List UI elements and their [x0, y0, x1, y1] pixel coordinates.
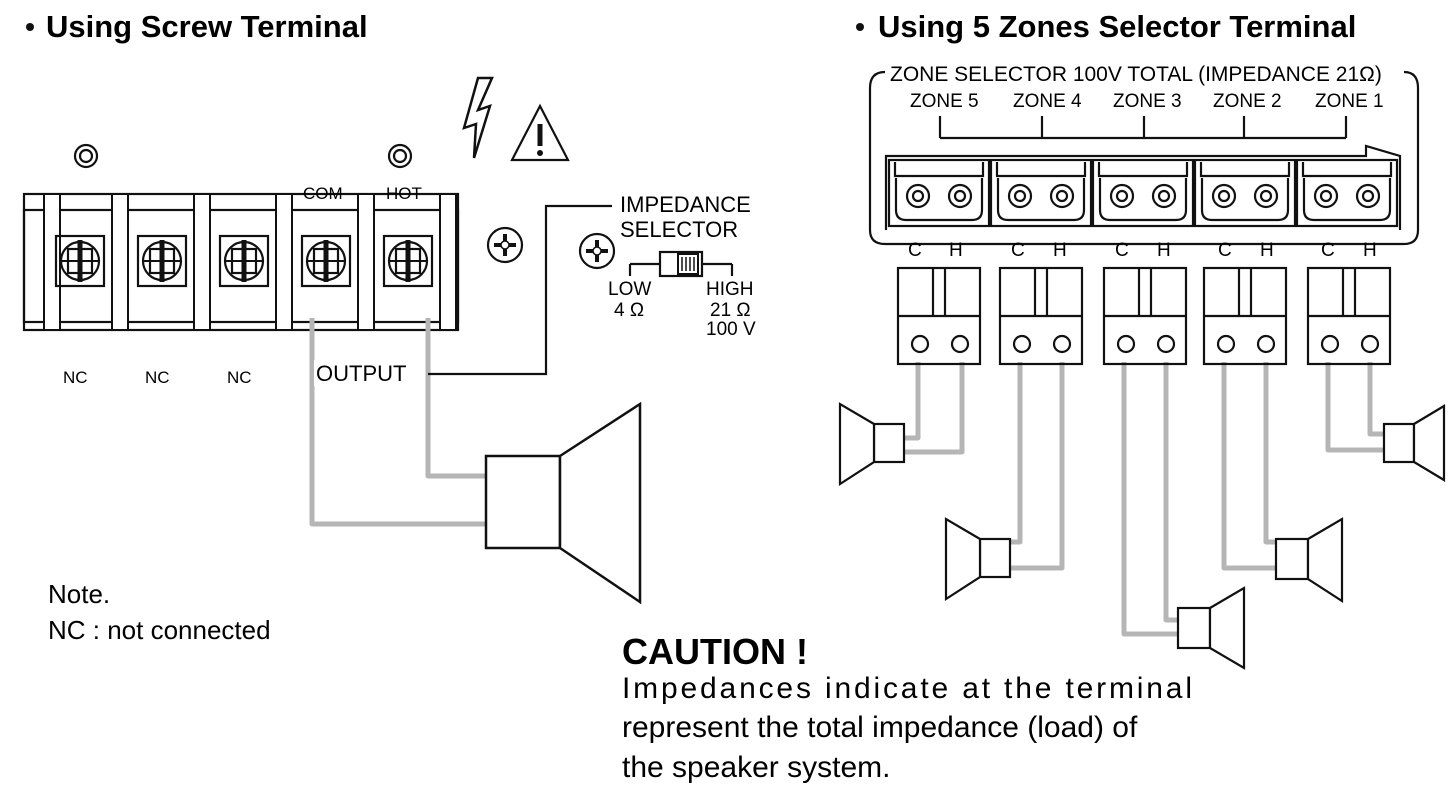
zone-3-receptacle: [1091, 158, 1195, 228]
zone-5-label: ZONE 5: [910, 91, 979, 112]
zone-1-speaker-icon: [1382, 404, 1446, 482]
zone-1-h-label: H: [1363, 240, 1377, 261]
bullet-icon: [26, 23, 34, 31]
caution-line-2: represent the total impedance (load) of: [622, 711, 1138, 744]
com-label: COM: [303, 184, 343, 203]
zone-1-plug: [1306, 266, 1392, 366]
output-label: OUTPUT: [316, 361, 406, 386]
bullet-icon: [856, 23, 864, 31]
caution-block: CAUTION ! Impedances indicate at the ter…: [622, 631, 1192, 784]
zone-2-plug: [1202, 266, 1288, 366]
lightning-icon: [462, 76, 494, 159]
impedance-low-label: LOW: [608, 279, 651, 300]
zone-2-h-label: H: [1260, 240, 1274, 261]
impedance-high-label: HIGH: [706, 279, 754, 300]
impedance-high-value-2: 100 V: [706, 319, 756, 340]
output-wire-hot: [425, 318, 488, 479]
zone-4-h-label: H: [1053, 240, 1067, 261]
zone-2-label: ZONE 2: [1213, 91, 1282, 112]
zone-2-receptacle: [1193, 158, 1297, 228]
connector-strip: [884, 144, 1402, 230]
nc-label-1: NC: [63, 368, 88, 387]
hot-label: HOT: [386, 184, 422, 203]
nc-label-3: NC: [227, 368, 252, 387]
output-callout-line: [428, 204, 612, 376]
terminal-screw-2: [136, 234, 188, 288]
zone-heading: Using 5 Zones Selector Terminal: [878, 9, 1356, 44]
zone-3-label: ZONE 3: [1113, 91, 1182, 112]
zone-2-c-label: C: [1218, 240, 1232, 261]
zone-4-receptacle: [989, 158, 1093, 228]
impedance-selector-title-2: SELECTOR: [620, 217, 738, 242]
zone-1-wire-h: [1367, 362, 1386, 437]
impedance-selector-title-1: IMPEDANCE: [620, 192, 751, 217]
zone-5-plug: [896, 266, 982, 366]
nc-label-2: NC: [145, 368, 170, 387]
zone-5-receptacle: [887, 158, 991, 228]
zone-5-speaker-icon: [838, 402, 906, 487]
zone-2-speaker-icon: [1274, 517, 1344, 604]
zone-1-receptacle: [1295, 158, 1399, 228]
note-text: NC : not connected: [48, 615, 271, 645]
zone-5-h-label: H: [949, 240, 963, 261]
screw-heading: Using Screw Terminal: [46, 9, 368, 44]
screw-terminal-block: [22, 192, 460, 332]
caution-title: CAUTION !: [622, 631, 808, 672]
mounting-hole-icon: [73, 143, 99, 169]
zone-selector-frame: [868, 70, 1420, 246]
caution-line-3: the speaker system.: [622, 751, 890, 784]
impedance-slide-switch[interactable]: [628, 250, 734, 278]
zone-leader-lines: [938, 116, 1348, 140]
terminal-screw-3: [218, 234, 270, 288]
zone-3-speaker-icon: [1176, 586, 1246, 670]
warning-triangle-icon: [510, 103, 570, 162]
zone-3-c-label: C: [1115, 240, 1129, 261]
note-title: Note.: [48, 579, 110, 609]
zone-4-label: ZONE 4: [1013, 91, 1082, 112]
zone-5-wire-h: [902, 362, 965, 455]
zone-1-label: ZONE 1: [1315, 91, 1384, 112]
zone-selector-title: ZONE SELECTOR 100V TOTAL (IMPEDANCE 21Ω): [890, 63, 1382, 86]
impedance-low-value: 4 Ω: [614, 300, 644, 321]
zone-3-wire-h: [1163, 362, 1180, 623]
zone-3-wire-c: [1121, 362, 1180, 637]
terminal-screw-1: [54, 234, 106, 288]
zone-4-c-label: C: [1011, 240, 1025, 261]
zone-4-plug: [998, 266, 1084, 366]
screw-icon: [578, 232, 616, 270]
zone-3-plug: [1102, 266, 1188, 366]
zone-1-wire-c: [1325, 362, 1386, 453]
mounting-hole-icon: [387, 143, 413, 169]
zone-selector-section: Using 5 Zones Selector Terminal ZONE SEL…: [838, 9, 1446, 670]
zone-5-c-label: C: [908, 240, 922, 261]
zone-4-speaker-icon: [944, 517, 1012, 602]
zone-4-wire-c: [1010, 362, 1023, 545]
terminal-screw-com: [300, 234, 352, 288]
zone-5-wire-c: [902, 362, 921, 441]
zone-2-wire-h: [1263, 362, 1278, 545]
terminal-screw-hot: [382, 234, 434, 288]
screw-icon: [486, 226, 524, 264]
zone-1-c-label: C: [1321, 240, 1335, 261]
zone-3-h-label: H: [1157, 240, 1171, 261]
zone-2-wire-c: [1221, 362, 1278, 571]
caution-line-1: Impedances indicate at the terminal: [622, 672, 1192, 705]
zone-4-wire-h: [1010, 362, 1065, 571]
impedance-high-value-1: 21 Ω: [710, 300, 751, 321]
output-wire-com: [309, 318, 488, 527]
speaker-icon: [484, 401, 642, 605]
screw-terminal-section: Using Screw Terminal: [22, 9, 756, 645]
